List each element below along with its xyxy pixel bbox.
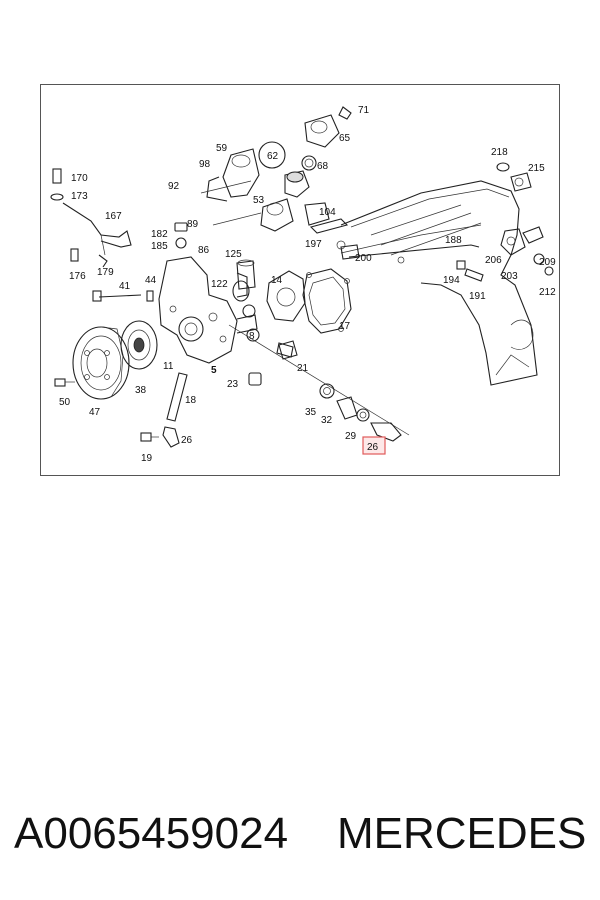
caption-spacer (288, 809, 337, 858)
label-215: 215 (528, 163, 545, 174)
label-47: 47 (89, 407, 101, 418)
label-38: 38 (135, 385, 147, 396)
label-68: 68 (317, 161, 329, 172)
label-173: 173 (71, 191, 88, 202)
part-number: A0065459024 (14, 809, 289, 858)
label-29: 29 (345, 431, 357, 442)
label-218: 218 (491, 147, 508, 158)
label-200: 200 (355, 253, 372, 264)
engine-block-drawing (336, 180, 538, 386)
gasket-drawing (266, 268, 352, 334)
label-191: 191 (469, 291, 486, 302)
thermostat-housing-drawing (174, 106, 352, 249)
label-5: 5 (211, 365, 217, 376)
label-170: 170 (71, 173, 88, 184)
water-pump-drawing (158, 256, 260, 364)
label-182: 182 (151, 229, 168, 240)
label-203: 203 (501, 271, 518, 282)
label-176: 176 (69, 271, 86, 282)
label-212: 212 (539, 287, 556, 298)
label-122: 122 (211, 279, 228, 290)
label-194: 194 (443, 275, 460, 286)
label-14: 14 (271, 275, 283, 286)
label-50: 50 (59, 397, 71, 408)
label-167: 167 (105, 211, 122, 222)
label-71: 71 (358, 105, 370, 116)
label-20: 19 (141, 453, 153, 464)
label-89: 89 (187, 219, 199, 230)
label-209: 209 (539, 257, 556, 268)
small-parts-drawing (92, 259, 294, 448)
label-125: 125 (225, 249, 242, 260)
label-41: 41 (119, 281, 131, 292)
exploded-parts-diagram: 71 65 62 68 59 98 92 218 215 170 173 167… (50, 105, 556, 464)
label-197: 197 (305, 239, 322, 250)
sensor-assembly-drawing (228, 324, 410, 442)
label-35: 35 (305, 407, 317, 418)
label-17: 17 (339, 321, 351, 332)
label-65: 65 (339, 133, 351, 144)
label-21: 21 (297, 363, 309, 374)
callout-labels: 71 65 62 68 59 98 92 218 215 170 173 167… (59, 105, 556, 464)
label-44: 44 (145, 275, 157, 286)
label-19: 26 (181, 435, 193, 446)
label-59: 59 (216, 143, 228, 154)
label-32: 32 (321, 415, 333, 426)
label-188: 188 (445, 235, 462, 246)
label-23: 23 (227, 379, 239, 390)
label-62: 62 (267, 151, 279, 162)
label-98: 98 (199, 159, 211, 170)
bracket-drawing (50, 168, 132, 268)
label-8: 8 (249, 331, 255, 342)
label-179: 179 (97, 267, 114, 278)
diagram-frame: 71 65 62 68 59 98 92 218 215 170 173 167… (40, 84, 560, 476)
label-26-highlighted[interactable]: 26 (367, 442, 379, 453)
label-18: 18 (185, 395, 197, 406)
label-104: 104 (319, 207, 336, 218)
highlight-box[interactable] (362, 436, 386, 455)
label-206: 206 (485, 255, 502, 266)
brand-name: MERCEDES (336, 809, 587, 858)
right-parts-drawing (309, 162, 554, 282)
label-86: 86 (198, 245, 210, 256)
label-53: 53 (253, 195, 265, 206)
pulley-drawing (54, 320, 158, 400)
label-11: 11 (163, 361, 174, 372)
part-caption: A0065459024 MERCEDES (14, 806, 594, 862)
label-185: 185 (151, 241, 168, 252)
label-92: 92 (168, 181, 180, 192)
